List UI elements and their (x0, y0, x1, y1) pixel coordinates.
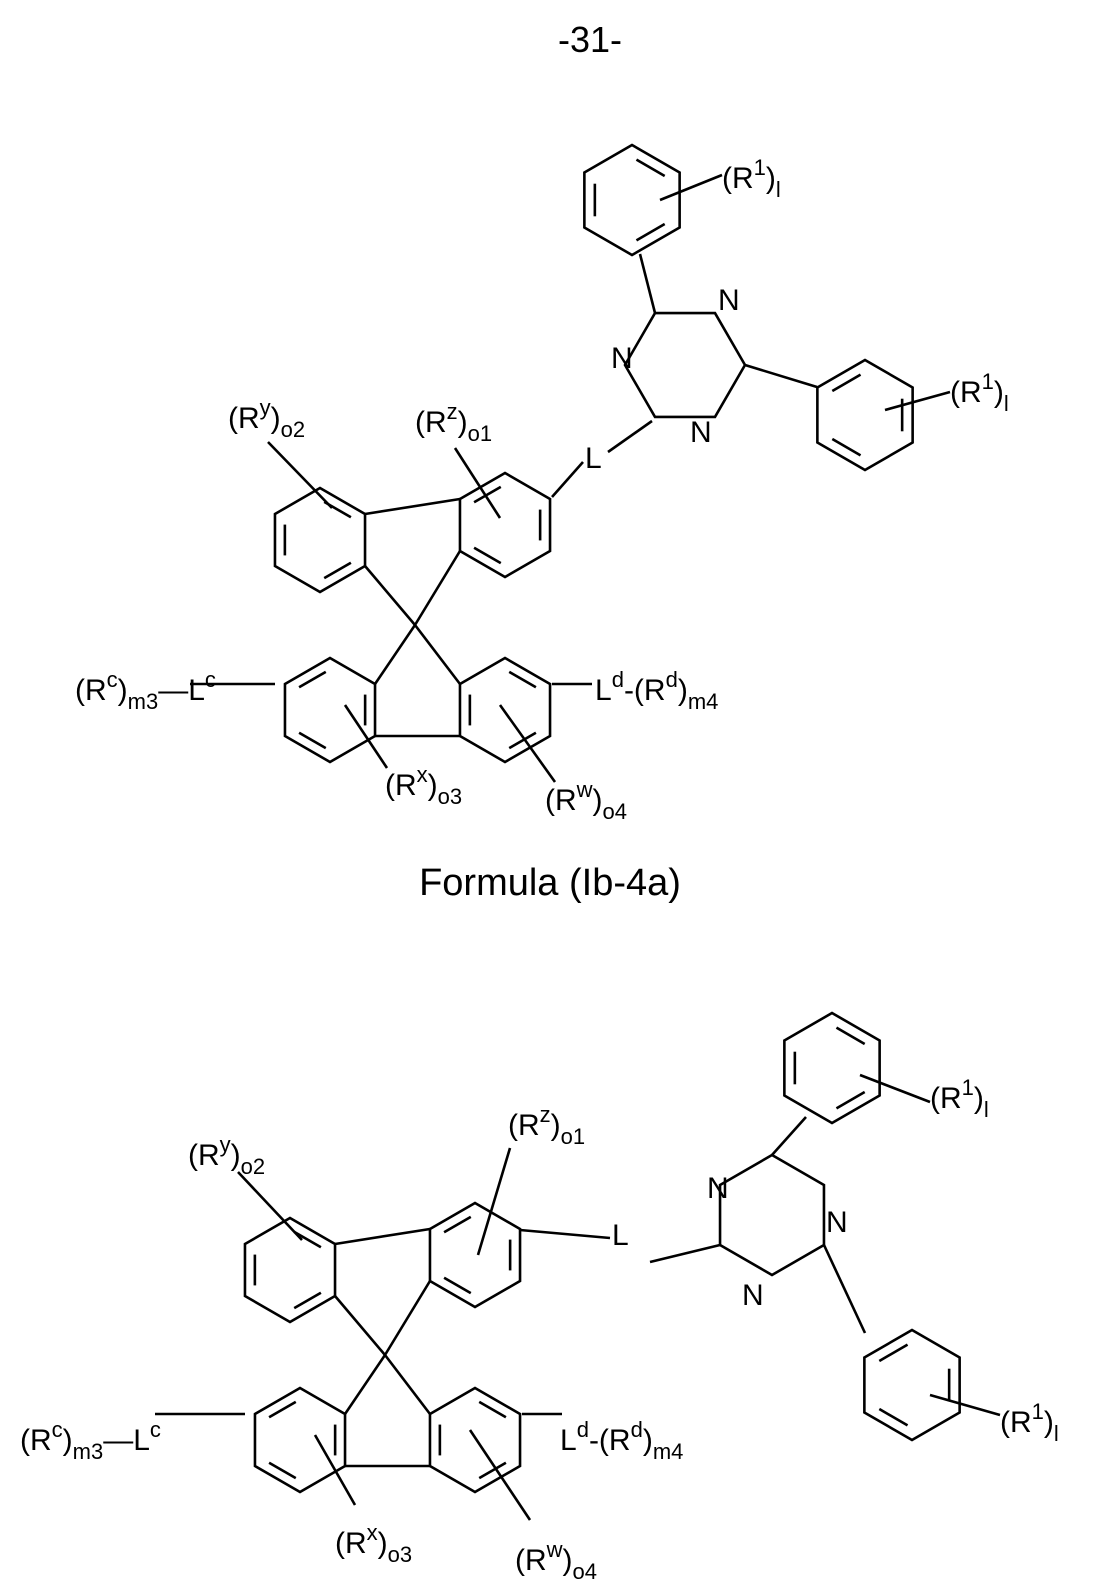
ry-substituent-label: (Ry)o2 (188, 1132, 265, 1179)
bond (520, 1230, 610, 1238)
bond (385, 1281, 430, 1355)
linker-l-label: L (612, 1219, 629, 1252)
rc-lc-substituent-label: (Rc)m3—Lc (75, 667, 216, 714)
phenyl-ring (584, 145, 679, 255)
rw-substituent-label: (Rw)o4 (515, 1537, 597, 1581)
r1-substituent-label: (R1)l (722, 155, 781, 202)
structure-formula-ib-4a: (R1)l(R1)lNNNL(Ry)o2(Rz)o1(Rc)m3—LcLd-(R… (75, 145, 1009, 824)
nitrogen-label: N (718, 284, 740, 317)
phenyl-ring (784, 1013, 879, 1123)
bond (345, 1355, 385, 1414)
benzene-ring (245, 1218, 335, 1322)
rw-substituent-label: (Rw)o4 (545, 777, 627, 824)
nitrogen-label: N (742, 1279, 764, 1312)
bond (365, 566, 415, 625)
substituent-bond (478, 1148, 510, 1255)
bond (335, 1229, 430, 1244)
nitrogen-label: N (826, 1206, 848, 1239)
bond (745, 365, 817, 387)
substituent-bond (500, 705, 555, 782)
bond (772, 1117, 806, 1155)
substituent-bond (885, 392, 950, 410)
rz-substituent-label: (Rz)o1 (415, 399, 492, 446)
structure-formula-second: (R1)l(R1)lNNNL(Ry)o2(Rz)o1(Rc)m3—LcLd-(R… (20, 1013, 1059, 1581)
bond (552, 462, 583, 497)
bond (415, 625, 460, 684)
phenyl-ring (817, 360, 912, 470)
ld-rd-substituent-label: Ld-(Rd)m4 (595, 667, 718, 714)
bond (365, 499, 460, 514)
benzene-ring (430, 1388, 520, 1492)
ld-rd-substituent-label: Ld-(Rd)m4 (560, 1417, 683, 1464)
benzene-ring (460, 473, 550, 577)
substituent-bond (860, 1075, 930, 1102)
bond (385, 1355, 430, 1414)
triazine-ring (720, 1155, 824, 1275)
bond (608, 421, 652, 452)
phenyl-ring (864, 1330, 959, 1440)
nitrogen-label: N (611, 342, 633, 375)
r1-substituent-label: (R1)l (950, 369, 1009, 416)
bond (650, 1245, 720, 1262)
linker-l-label: L (585, 442, 602, 475)
r1-substituent-label: (R1)l (1000, 1399, 1059, 1446)
rx-substituent-label: (Rx)o3 (385, 762, 462, 809)
nitrogen-label: N (707, 1172, 729, 1205)
bond (824, 1245, 865, 1333)
benzene-ring (255, 1388, 345, 1492)
rx-substituent-label: (Rx)o3 (335, 1520, 412, 1567)
rc-lc-substituent-label: (Rc)m3—Lc (20, 1417, 161, 1464)
page-number: -31- (558, 19, 622, 60)
benzene-ring (285, 658, 375, 762)
benzene-ring (275, 488, 365, 592)
bond (415, 551, 460, 625)
substituent-bond (455, 448, 500, 518)
r1-substituent-label: (R1)l (930, 1075, 989, 1122)
formula-caption: Formula (Ib-4a) (419, 862, 681, 904)
triazine-ring (625, 313, 745, 417)
nitrogen-label: N (690, 416, 712, 449)
substituent-bond (660, 175, 722, 200)
bond (335, 1296, 385, 1355)
substituent-bond (930, 1395, 1000, 1415)
ry-substituent-label: (Ry)o2 (228, 395, 305, 442)
benzene-ring (430, 1203, 520, 1307)
bond (375, 625, 415, 684)
rz-substituent-label: (Rz)o1 (508, 1102, 585, 1149)
bond (640, 254, 655, 313)
